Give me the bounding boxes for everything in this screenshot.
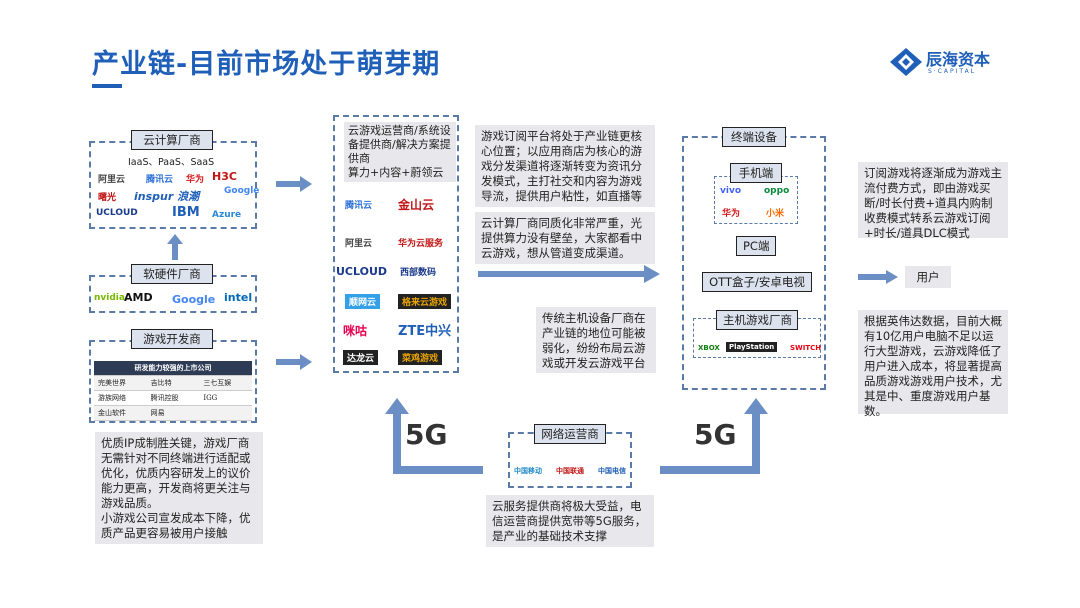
logo-china-mobile: 中国移动 <box>514 467 542 475</box>
logo-switch: SWITCH <box>790 344 822 352</box>
logo-dalong-cloud: 达龙云 <box>343 350 379 365</box>
5g-label-left: 5G <box>405 418 448 451</box>
logo-kingsoft-cloud: 金山云 <box>398 198 435 212</box>
logo-aliyun: 阿里云 <box>98 175 126 185</box>
logo-gelai-cloud: 格来云游戏 <box>398 294 452 309</box>
logo-tencent-cloud: 腾讯云 <box>146 175 174 185</box>
game-dev-table: 研发能力较强的上市公司 完美世界 吉比特 三七互娱 游族网络 腾讯控股 IGG … <box>94 361 252 421</box>
logo-xbox: XBOX <box>698 344 720 352</box>
cloud-vendor-homogeneity-note: 云计算厂商同质化非常严重，光提供算力没有壁垒，大家都看中云游戏，想从管道变成渠道… <box>475 212 655 264</box>
long-right-arrow-icon <box>478 265 660 283</box>
right-arrow-icon <box>276 354 312 370</box>
game-dev-note: 优质IP成制胜关键，游戏厂商无需针对不同终端进行适配或优化，优质内容研发上的议价… <box>95 432 263 544</box>
logo-vivo: vivo <box>720 186 742 196</box>
logo-oppo: oppo <box>764 186 790 196</box>
logo-google: Google <box>224 186 260 196</box>
logo-migu: 咪咕 <box>343 324 368 338</box>
logo-aliyun-ops: 阿里云 <box>345 239 373 249</box>
up-return-arrow-icon <box>660 398 768 474</box>
brand-sub: S·CAPITAL <box>928 68 977 75</box>
logo-google-hw: Google <box>172 293 216 306</box>
logo-huawei-cloud: 华为云服务 <box>398 239 444 249</box>
table-header: 研发能力较强的上市公司 <box>94 361 252 376</box>
logo-h3c: H3C <box>212 170 237 183</box>
logo-ucloud-ops: UCLOUD <box>336 265 388 278</box>
brand-name: 辰海资本 <box>926 50 991 69</box>
cloud-services-label: IaaS、PaaS、SaaS <box>128 157 215 168</box>
logo-china-unicom: 中国联通 <box>556 467 584 475</box>
mobile-tag: 手机端 <box>730 163 782 183</box>
page-title: 产业链-目前市场处于萌芽期 <box>92 49 441 80</box>
subscription-payment-note: 订阅游戏将逐渐成为游戏主流付费方式，即由游戏买断/时长付费+道具内购制收费模式转… <box>858 162 1008 240</box>
right-arrow-icon <box>858 270 898 284</box>
logo-xiaomi: 小米 <box>766 209 785 219</box>
pc-tag: PC端 <box>736 236 776 256</box>
mobile-box <box>714 176 798 224</box>
network-ops-tag: 网络运营商 <box>534 424 606 444</box>
console-vendor-note: 传统主机设备厂商在产业链的地位可能被弱化，纷纷布局云游戏或开发云游戏平台 <box>536 307 656 373</box>
brand-mark-icon <box>890 48 922 76</box>
logo-tencent-cloud-ops: 腾讯云 <box>345 201 373 211</box>
logo-zte: ZTE中兴 <box>398 324 452 339</box>
table-row: 完美世界 吉比特 三七互娱 <box>94 375 252 391</box>
logo-huawei: 华为 <box>186 175 205 185</box>
title-underline <box>92 84 122 88</box>
logo-azure: Azure <box>212 210 242 220</box>
5g-label-right: 5G <box>694 418 737 451</box>
table-row: 游族网络 腾讯控股 IGG <box>94 390 252 406</box>
ott-tag: OTT盒子/安卓电视 <box>702 272 812 292</box>
hw-sw-vendor-tag: 软硬件厂商 <box>131 264 213 284</box>
up-arrow-icon <box>167 234 183 260</box>
cloud-vendor-tag: 云计算厂商 <box>131 130 213 150</box>
users-tag: 用户 <box>905 266 951 288</box>
terminals-tag: 终端设备 <box>722 127 786 147</box>
right-arrow-icon <box>276 176 312 192</box>
up-return-arrow-icon <box>385 398 483 474</box>
cloud-gaming-ops-title: 云游戏运营商/系统设备提供商/解决方案提供商 算力+内容+蔚领云 <box>344 122 456 182</box>
logo-ucloud: UCLOUD <box>96 208 138 218</box>
logo-intel: intel <box>224 291 253 304</box>
logo-ibm: IBM <box>172 205 200 220</box>
logo-sugon: 曙光 <box>98 193 117 203</box>
console-tag: 主机游戏厂商 <box>716 310 798 330</box>
logo-china-telecom: 中国电信 <box>598 467 626 475</box>
cloud-vendor-box <box>89 141 257 229</box>
brand-logo: 辰海资本 S·CAPITAL <box>888 44 1018 84</box>
network-ops-note: 云服务提供商将极大受益，电信运营商提供宽带等5G服务，是产业的基础技术支撑 <box>486 495 654 547</box>
logo-inspur: inspur 浪潮 <box>134 190 200 203</box>
logo-huawei-mobile: 华为 <box>722 209 741 219</box>
logo-west-cn: 西部数码 <box>400 268 437 278</box>
logo-amd: AMD <box>124 291 153 304</box>
users-note: 根据英伟达数据，目前大概有10亿用户电脑不足以运行大型游戏，云游戏降低了用户进入… <box>858 310 1008 418</box>
game-dev-tag: 游戏开发商 <box>131 329 213 349</box>
logo-caiji-games: 菜鸡游戏 <box>398 350 443 365</box>
table-row: 金山软件 网易 <box>94 405 252 421</box>
subscription-platform-note: 游戏订阅平台将处于产业链更核心位置；以应用商店为核心的游戏分发渠道将逐渐转变为资… <box>475 125 655 207</box>
logo-nvidia: nvidia <box>94 293 125 303</box>
logo-playstation: PlayStation <box>726 342 778 352</box>
logo-shunwang-cloud: 顺网云 <box>345 294 381 309</box>
